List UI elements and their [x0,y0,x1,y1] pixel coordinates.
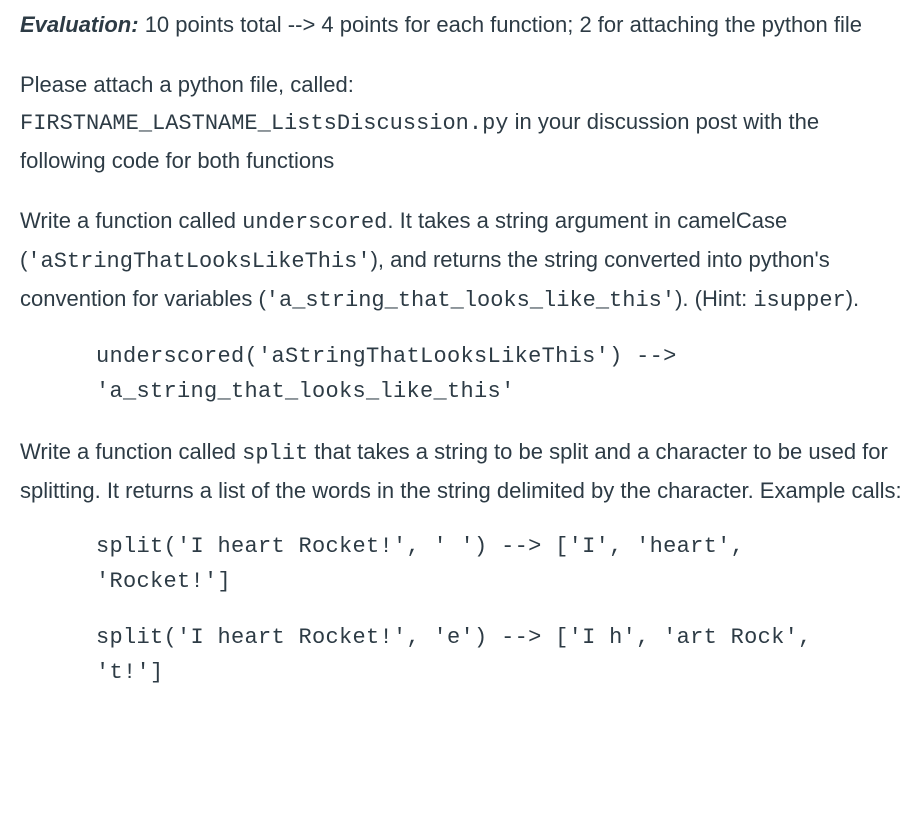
attach-text-1: Please attach a python file, called: [20,72,354,97]
attach-instructions: Please attach a python file, called: FIRS… [20,66,910,179]
underscored-text-3: ), and returns the string converted into… [20,247,830,311]
hint-code: isupper [753,288,846,313]
split-example-code-1: split('I heart Rocket!', ' ') --> ['I', … [96,529,910,599]
underscored-text-4: ). (Hint: [675,286,754,311]
filename-code: FIRSTNAME_LASTNAME_ListsDiscussion.py [20,111,509,136]
code-line: underscored('aStringThatLooksLikeThis') … [96,344,677,369]
underscored-example-code: underscored('aStringThatLooksLikeThis') … [96,339,910,409]
split-function-name: split [242,441,309,466]
split-example-code-2: split('I heart Rocket!', 'e') --> ['I h'… [96,620,910,690]
underscored-description: Write a function called underscored. It … [20,202,910,319]
code-line: 'Rocket!'] [96,569,232,594]
underscored-text-5: ). [845,286,860,311]
code-line: 'a_string_that_looks_like_this' [96,379,515,404]
code-line: split('I heart Rocket!', 'e') --> ['I h'… [96,625,812,650]
attach-text-2: in your discussion post with the followi… [20,109,820,173]
assignment-content: Evaluation: 10 points total --> 4 points… [20,6,910,714]
split-text-1: Write a function called [20,439,243,464]
code-line: split('I heart Rocket!', ' ') --> ['I', … [96,534,745,559]
evaluation-paragraph: Evaluation: 10 points total --> 4 points… [20,6,910,43]
evaluation-label: Evaluation: [20,12,139,37]
code-line: 't!'] [96,660,164,685]
underscored-text-2: . It takes a string argument in camelCas… [20,208,788,272]
underscored-text-1: Write a function called [20,208,243,233]
snakecase-example: 'a_string_that_looks_like_this' [265,288,676,313]
underscored-function-name: underscored [242,210,388,235]
split-description: Write a function called split that takes… [20,433,910,509]
camelcase-example: 'aStringThatLooksLikeThis' [27,249,371,274]
split-text-2: that takes a string to be split and a ch… [20,439,902,503]
evaluation-text: 10 points total --> 4 points for each fu… [138,12,862,37]
